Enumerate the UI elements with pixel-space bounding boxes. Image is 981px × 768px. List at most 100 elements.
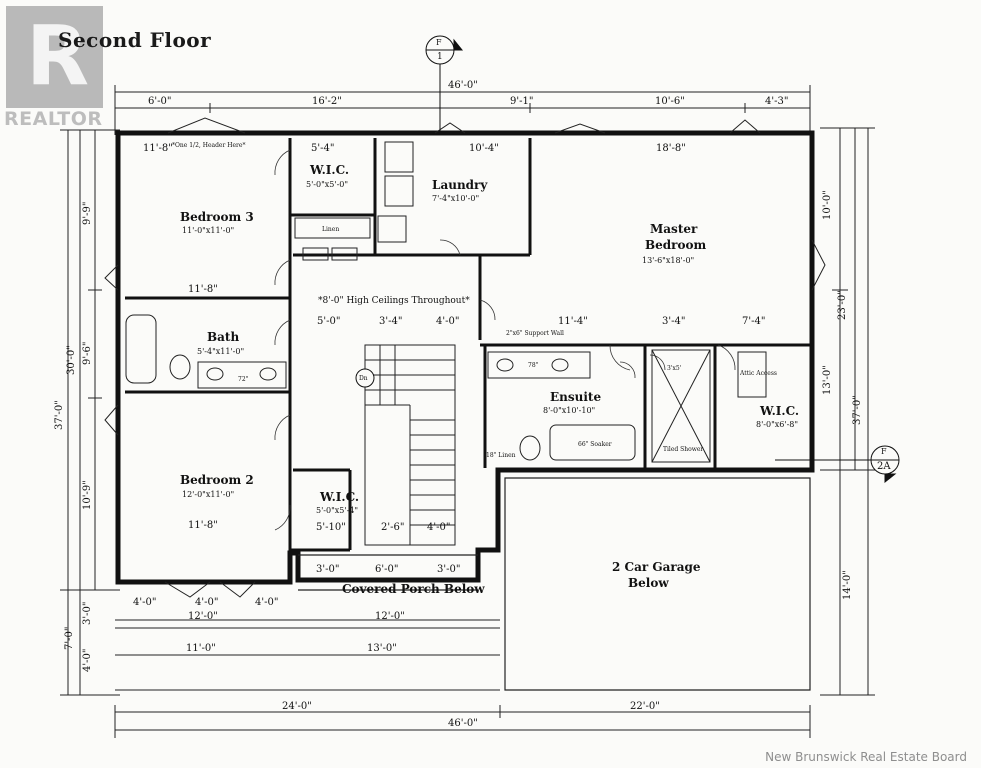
note-vanity-2: 78" [528, 362, 539, 369]
dim-int-17: 6'-0" [375, 564, 399, 575]
garage-label-line1: 2 Car Garage [612, 560, 701, 574]
dim-top-seg-1: 6'-0" [148, 96, 172, 107]
dim-bottom-seg-1: 24'-0" [282, 701, 312, 712]
note-shower-size: 3'x5' [667, 365, 682, 372]
dim-int-21: 4'-0" [255, 597, 279, 608]
right-dimension-lines [820, 127, 875, 696]
room-wic-2-size: 5'-0"x5'-4" [316, 506, 359, 515]
laundry-appliances [294, 141, 414, 261]
dim-right-seg-1: 10'-0" [822, 190, 833, 220]
note-ceilings: *8'-0" High Ceilings Throughout* [318, 296, 470, 306]
garage-label-line2: Below [628, 576, 669, 590]
room-wic-1-name: W.I.C. [310, 163, 350, 177]
dim-int-6: 5'-0" [317, 316, 341, 327]
room-bedroom-3-size: 11'-0"x11'-0" [182, 226, 235, 235]
section-marker-top: F [881, 447, 887, 456]
room-ensuite-name: Ensuite [550, 390, 602, 404]
dim-int-15: 4'-0" [427, 522, 451, 533]
dim-left-lower-1: 3'-0" [82, 601, 93, 625]
room-laundry-size: 7'-4"x10'-0" [432, 194, 480, 203]
door-swings [274, 149, 736, 531]
note-tiled-shower: Tiled Shower [663, 446, 704, 453]
dim-int-11: 7'-4" [742, 316, 766, 327]
realtor-r-mark: R [26, 9, 90, 104]
dim-int-14: 2'-6" [381, 522, 405, 533]
window-markers [104, 117, 826, 598]
top-dimension-lines [114, 85, 811, 135]
room-bedroom-3-name: Bedroom 3 [180, 210, 254, 224]
dim-int-18: 3'-0" [437, 564, 461, 575]
bath-fixtures [125, 314, 767, 463]
interior-walls [125, 138, 810, 578]
note-header: *One 1/2, Header Here* [172, 142, 246, 149]
dim-int-7: 3'-4" [379, 316, 403, 327]
dim-right-14: 14'-0" [842, 570, 853, 600]
dim-int-20: 4'-0" [195, 597, 219, 608]
realtor-wordmark: REALTOR [4, 108, 103, 130]
dim-int-24: 11'-0" [186, 643, 216, 654]
dim-int-10: 3'-4" [662, 316, 686, 327]
garage-outline [298, 477, 811, 691]
room-wic-3-name: W.I.C. [760, 404, 800, 418]
dim-left-overall: 37'-0" [54, 400, 65, 430]
dim-int-8: 4'-0" [436, 316, 460, 327]
note-vanity: 72" [238, 376, 249, 383]
dim-int-19: 4'-0" [133, 597, 157, 608]
note-linen-2: 18" Linen [486, 452, 516, 459]
dim-int-25: 13'-0" [367, 643, 397, 654]
note-soaker: 66" Soaker [578, 441, 612, 448]
dim-int-22: 12'-0" [188, 611, 218, 622]
dim-int-13: 5'-10" [316, 522, 346, 533]
room-wic-3-size: 8'-0"x6'-8" [756, 420, 799, 429]
bottom-dimension-lines [114, 619, 811, 738]
north-marker-top: F [436, 38, 442, 47]
dim-left-30: 30'-0" [66, 345, 77, 375]
section-marker-bottom: 2A [877, 461, 891, 472]
dim-int-2: 5'-4" [311, 143, 335, 154]
room-laundry-name: Laundry [432, 178, 488, 192]
dim-right-seg-2: 13'-0" [822, 365, 833, 395]
porch-label: Covered Porch Below [342, 582, 485, 596]
room-master-line2: Bedroom [645, 238, 707, 252]
dim-top-seg-2: 16'-2" [312, 96, 342, 107]
dim-right-23: 23'-0" [837, 290, 848, 320]
dim-top-seg-3: 9'-1" [510, 96, 534, 107]
source-credit: New Brunswick Real Estate Board [765, 750, 967, 764]
room-master-line1: Master [650, 222, 698, 236]
room-master-size: 13'-6"x18'-0" [642, 256, 695, 265]
note-linen: Linen [322, 226, 340, 233]
dim-int-5: 11'-8" [188, 284, 218, 295]
dim-left-seg-1: 9'-9" [82, 201, 93, 225]
dim-right-overall: 37'-0" [852, 395, 863, 425]
dim-int-16: 3'-0" [316, 564, 340, 575]
dim-int-12: 11'-8" [188, 520, 218, 531]
realtor-logo: R [6, 6, 103, 108]
room-bath-size: 5'-4"x11'-0" [197, 347, 245, 356]
north-marker-bottom: 1 [437, 52, 443, 62]
note-stair-dn: Dn [359, 375, 368, 382]
dim-bottom-seg-2: 22'-0" [630, 701, 660, 712]
dim-left-seg-3: 10'-9" [82, 480, 93, 510]
dim-top-overall: 46'-0" [448, 80, 478, 91]
dim-left-lower-2: 7'-0" [64, 626, 75, 650]
room-bedroom-2-size: 12'-0"x11'-0" [182, 490, 235, 499]
dim-int-3: 10'-4" [469, 143, 499, 154]
dim-top-seg-5: 4'-3" [765, 96, 789, 107]
left-dimension-lines [60, 129, 120, 696]
room-bedroom-2-name: Bedroom 2 [180, 473, 254, 487]
plan-title: Second Floor [58, 28, 212, 52]
exterior-walls [115, 130, 815, 585]
room-wic-1-size: 5'-0"x5'-0" [306, 180, 349, 189]
dim-left-lower-3: 4'-0" [82, 648, 93, 672]
dim-top-seg-4: 10'-6" [655, 96, 685, 107]
dim-left-seg-2: 9'-6" [82, 341, 93, 365]
room-wic-2-name: W.I.C. [320, 490, 360, 504]
room-ensuite-size: 8'-0"x10'-10" [543, 406, 596, 415]
room-bath-name: Bath [207, 330, 240, 344]
stairs [364, 344, 456, 546]
dim-bottom-overall: 46'-0" [448, 718, 478, 729]
note-support-wall: 2"x6" Support Wall [506, 330, 564, 337]
dim-int-1: 11'-8" [143, 143, 173, 154]
note-attic: Attic Access [740, 370, 777, 377]
